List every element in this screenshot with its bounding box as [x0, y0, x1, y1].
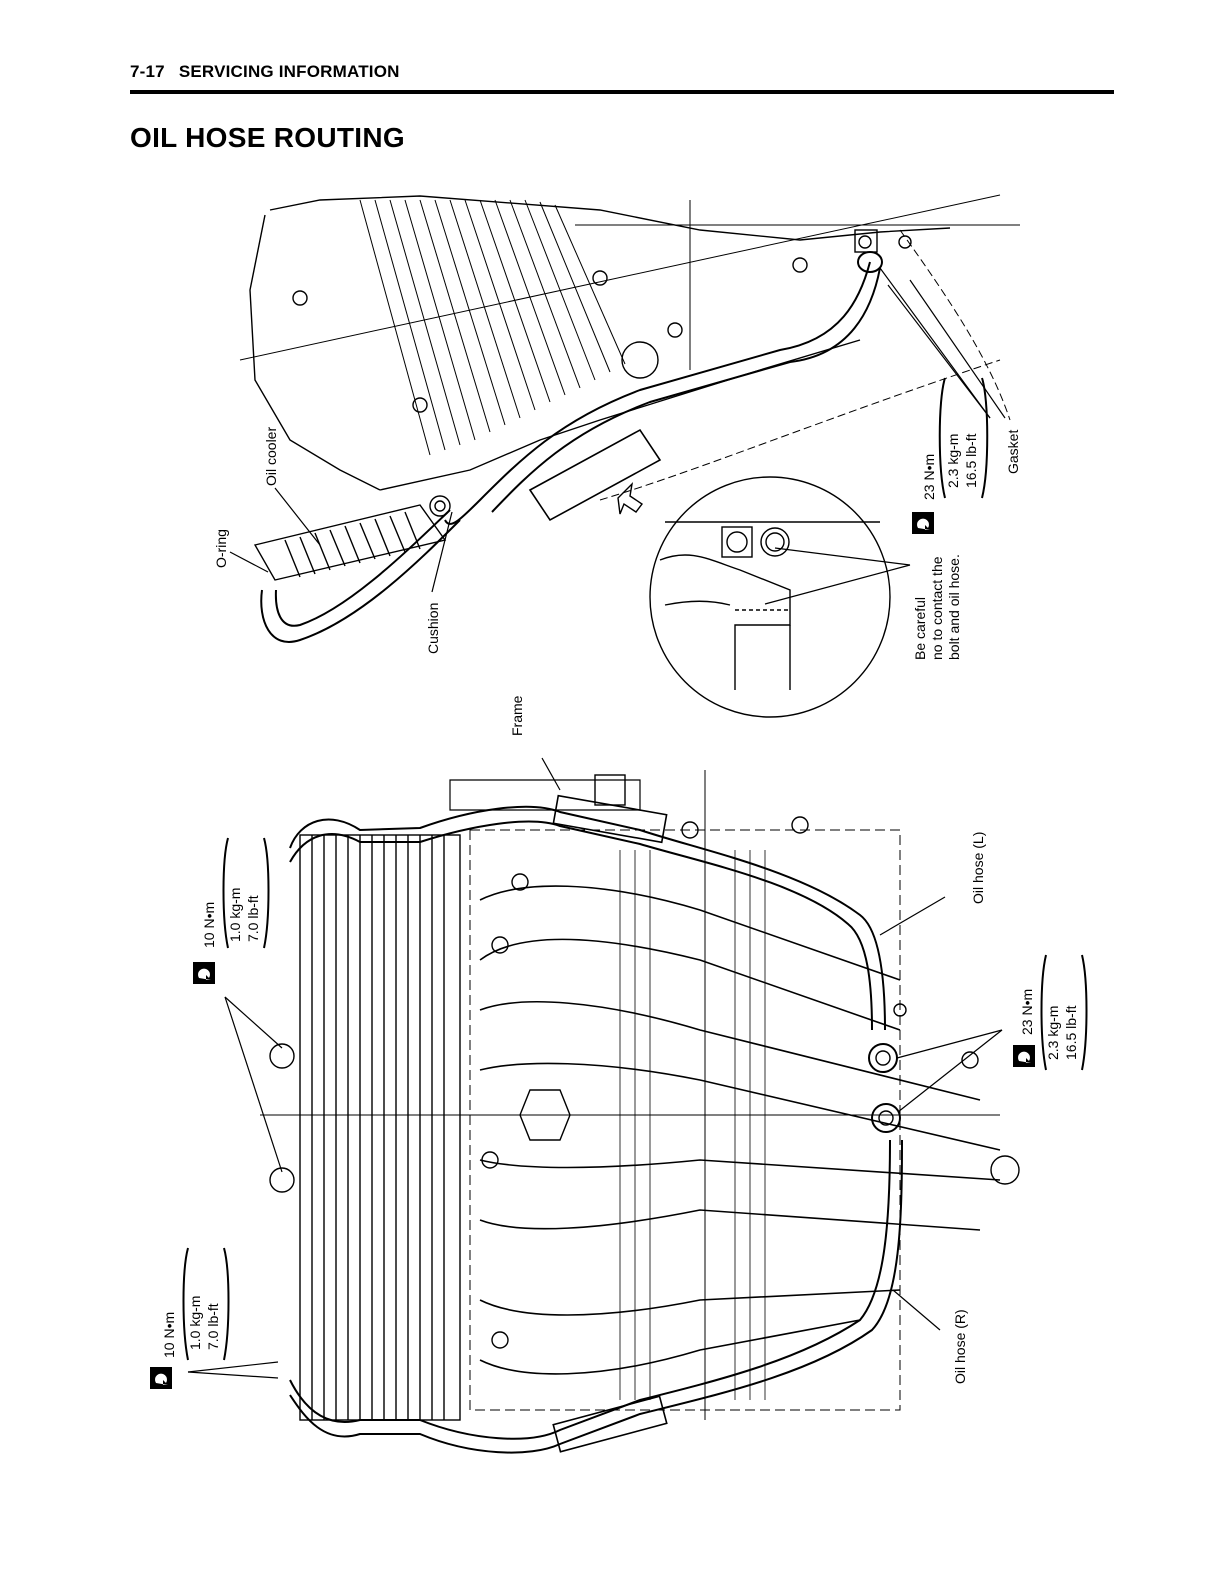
side-view-diagram [240, 195, 1020, 642]
o-ring-label: O-ring [213, 529, 229, 568]
torque-wrench-icon [193, 962, 215, 984]
torque-spec-lower: 23 N•m 2.3 kg-m 16.5 lb-ft [1013, 955, 1087, 1070]
torque-lower-lbft: 16.5 lb-ft [1063, 1005, 1079, 1060]
front-view-diagram [260, 770, 1019, 1453]
oil-hose-l-label: Oil hose (L) [970, 832, 986, 904]
caution-line-3: bolt and oil hose. [946, 554, 962, 660]
caution-line-2: no to contact the [929, 556, 945, 660]
torque-upper-nm: 23 N•m [921, 454, 937, 500]
torque-upper-kgm: 2.3 kg-m [945, 434, 961, 488]
torque-wrench-icon [150, 1367, 172, 1389]
cooler-fins-side [360, 200, 625, 455]
cushion-label: Cushion [425, 603, 441, 654]
torque-lower-kgm: 2.3 kg-m [1045, 1006, 1061, 1060]
torque-spec-upper: 23 N•m 2.3 kg-m 16.5 lb-ft [912, 378, 987, 534]
oil-cooler-label: Oil cooler [263, 427, 279, 486]
detail-circle [650, 477, 890, 717]
gasket-label: Gasket [1005, 430, 1021, 474]
frame-label: Frame [509, 695, 525, 736]
torque-left-nm: 10 N•m [161, 1312, 177, 1358]
torque-center-nm: 10 N•m [201, 902, 217, 948]
torque-upper-lbft: 16.5 lb-ft [963, 433, 979, 488]
torque-wrench-icon [912, 512, 934, 534]
torque-left-kgm: 1.0 kg-m [187, 1296, 203, 1350]
torque-spec-center: 10 N•m 1.0 kg-m 7.0 lb-ft [193, 838, 269, 984]
torque-center-lbft: 7.0 lb-ft [245, 895, 261, 942]
caution-line-1: Be careful [912, 597, 928, 660]
oil-cooler-front [300, 835, 460, 1420]
torque-center-kgm: 1.0 kg-m [227, 888, 243, 942]
hollow-arrow-icon [618, 484, 642, 514]
torque-spec-left: 10 N•m 1.0 kg-m 7.0 lb-ft [150, 1248, 229, 1389]
torque-wrench-icon [1013, 1045, 1035, 1067]
torque-left-lbft: 7.0 lb-ft [205, 1303, 221, 1350]
oil-hose-r-label: Oil hose (R) [952, 1309, 968, 1384]
torque-lower-nm: 23 N•m [1019, 989, 1035, 1035]
